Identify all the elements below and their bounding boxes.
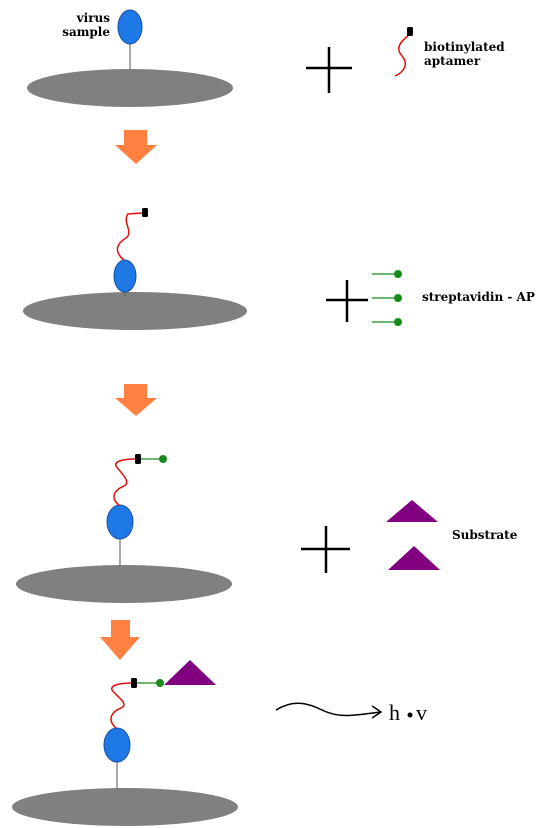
multiplication-dot [407, 712, 413, 718]
substrate-label: Substrate [452, 528, 518, 542]
surface-plate [16, 565, 232, 603]
down-arrow [115, 384, 157, 416]
virus-particle [113, 259, 137, 293]
streptavidin-ap-label: streptavidin - AP [422, 290, 535, 304]
virus-particle [103, 727, 131, 763]
stage-4 [12, 660, 238, 826]
biotin-tag [131, 678, 137, 688]
light-v-symbol: v [416, 700, 427, 725]
surface-plate [27, 69, 233, 107]
substrate-triangle [388, 546, 440, 570]
down-arrow [115, 130, 157, 164]
aptamer-strand [116, 212, 143, 261]
plus-sign [306, 47, 352, 93]
biotinylated-aptamer-label-line2: aptamer [424, 54, 481, 68]
virus-sample-label-line2: sample [62, 25, 110, 39]
plus-sign [326, 280, 368, 322]
plus-sign [301, 526, 350, 573]
stage-3 [16, 454, 232, 603]
streptavidin-ap-molecule [394, 318, 402, 326]
streptavidin-ap-molecule [394, 270, 402, 278]
aptamer-strand [113, 458, 137, 506]
light-emission-arrow [275, 702, 383, 719]
substrate-triangle [164, 660, 216, 685]
aptamer-strand [110, 682, 133, 729]
streptavidin-ap-molecule [159, 455, 167, 463]
streptavidin-ap-group [372, 270, 402, 326]
down-arrow [100, 620, 140, 660]
streptavidin-ap-molecule [394, 294, 402, 302]
stage-2 [23, 208, 247, 330]
light-h-symbol: h [389, 700, 400, 725]
substrate-triangle [386, 500, 438, 522]
biotin-tag [135, 454, 141, 464]
virus-sample-label: virus sample [50, 11, 110, 39]
stage-1 [27, 9, 413, 107]
biotin-tag [142, 208, 148, 217]
biotinylated-aptamer-label-line1: biotinylated [424, 40, 505, 54]
surface-plate [12, 788, 238, 826]
streptavidin-ap-molecule [156, 679, 164, 687]
virus-particle [117, 9, 143, 45]
virus-particle [106, 504, 134, 540]
biotinylated-aptamer-label: biotinylated aptamer [424, 40, 505, 68]
surface-plate [23, 292, 247, 330]
virus-sample-label-line1: virus [76, 11, 110, 25]
biotin-tag [407, 27, 413, 36]
aptamer-strand [394, 33, 411, 77]
